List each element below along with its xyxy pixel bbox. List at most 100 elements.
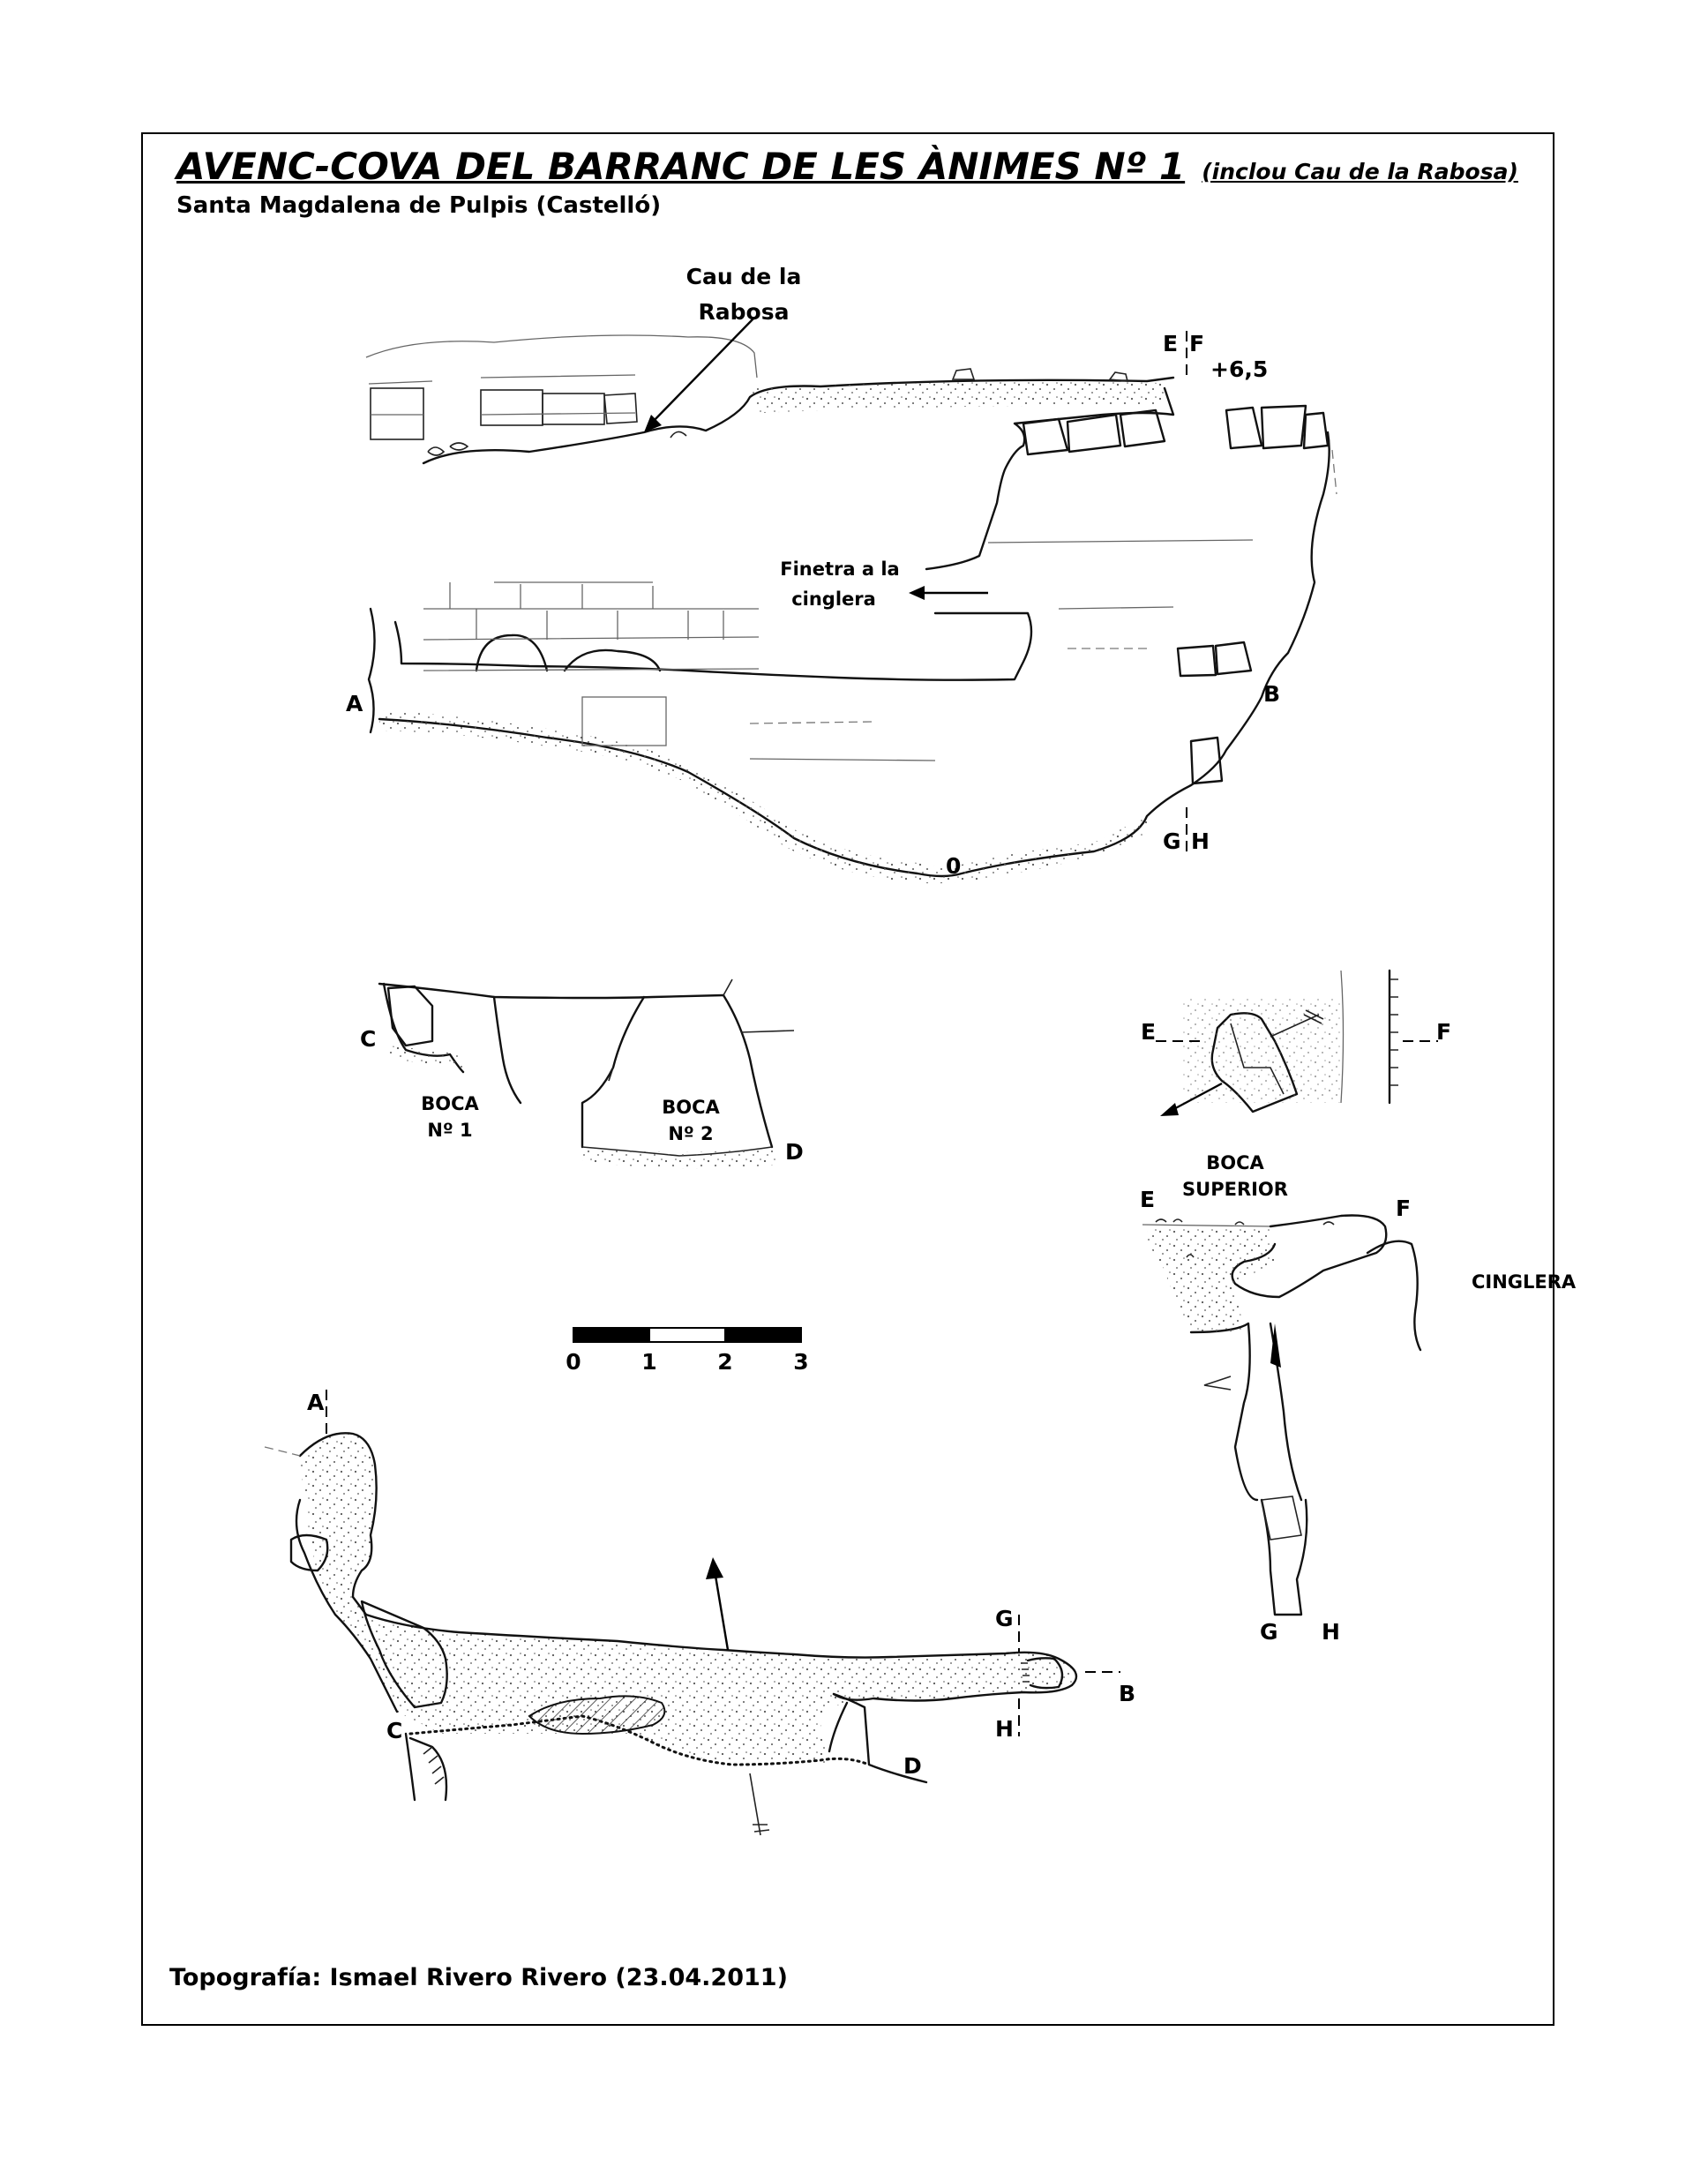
boca2-left (581, 995, 646, 1149)
rabosa-block-4 (603, 393, 638, 424)
scale-bar-segment (724, 1327, 802, 1343)
finestra-label-2: cinglera (791, 588, 876, 610)
scale-tick-label: 1 (641, 1349, 656, 1375)
scale-tick-label: 0 (566, 1349, 581, 1375)
ur-boulder-2 (1066, 413, 1122, 454)
plan-letter-a: A (307, 1390, 325, 1415)
rabosa-pebbles (427, 431, 687, 456)
plan-b-knob (1026, 1657, 1064, 1690)
plan-entry-dash (264, 1446, 301, 1457)
lr-boulder-2 (1214, 641, 1253, 676)
plan-passage-fill (300, 1433, 1076, 1765)
plan-letter-h: H (995, 1716, 1014, 1742)
boca-superior-label-2: SUPERIOR (1182, 1179, 1288, 1200)
ceiling-arch (475, 633, 662, 672)
boca2-label-1: BOCA (662, 1097, 720, 1118)
plan-view: A B C D G H (264, 1390, 1135, 1836)
boca-letter-c: C (360, 1026, 376, 1052)
profile-letter-a: A (346, 691, 363, 716)
height-label: +6,5 (1210, 356, 1268, 382)
profile-section: Cau de la Rabosa Finetra a la cinglera +… (346, 264, 1337, 884)
profile-letter-h: H (1191, 828, 1210, 854)
ef-north-mark (1270, 1009, 1324, 1038)
cau-rabosa-label-1: Cau de la (686, 264, 802, 289)
plan-letter-d: D (903, 1753, 922, 1779)
plan-letter-b: B (1119, 1681, 1135, 1706)
cau-rabosa-roof (365, 334, 758, 379)
scale-tick-label: 3 (793, 1349, 808, 1375)
right-wall-dash (1331, 449, 1337, 495)
boca2-right (722, 993, 774, 1149)
ur-boulder-3 (1119, 409, 1166, 448)
main-hall-west-wall (367, 607, 376, 734)
plan-west-bulge (360, 1600, 448, 1709)
boca-floor-stipple (388, 1046, 776, 1169)
rabosa-arrow-line (650, 317, 755, 424)
finestra-label-1: Finetra a la (780, 558, 899, 580)
boca2-crack (608, 978, 795, 1082)
ur-boulder-4 (1225, 406, 1263, 450)
plan-boca-dotted (408, 1714, 871, 1766)
boca1-label-2: Nº 1 (427, 1120, 472, 1141)
sup-pebbles (1155, 1218, 1335, 1258)
top-boulder-1 (951, 368, 976, 380)
cau-rabosa-ledge (368, 374, 636, 385)
mid-ledge-1 (749, 721, 874, 724)
map-frame (141, 132, 1554, 2026)
plan-upper-wall (298, 1432, 1078, 1702)
ur-boulder-6 (1302, 411, 1330, 450)
finestra-ledge (393, 611, 1033, 681)
scale-bar-segment (573, 1327, 650, 1343)
ef-cliff-inner (1340, 970, 1345, 1104)
plan-boca1-block (289, 1533, 329, 1572)
boca1-block (386, 985, 434, 1047)
scale-tick-label: 2 (717, 1349, 732, 1375)
boca-roof (378, 982, 725, 1000)
ef-cliff-ticks (1390, 978, 1398, 1086)
finestra-arrow-head (909, 586, 925, 600)
plan-west-lower-wall (295, 1498, 399, 1713)
right-ledge-2 (1058, 606, 1174, 610)
plan-letter-c: C (386, 1718, 402, 1743)
profile-bricks (449, 582, 724, 640)
cinglera-label: CINGLERA (1472, 1271, 1577, 1293)
plan-letter-g: G (995, 1606, 1014, 1631)
boca1-right (492, 995, 522, 1105)
sup-drip (1270, 1323, 1281, 1368)
sup-letter-f: F (1396, 1196, 1411, 1221)
ef-plan-letter-e: E (1141, 1019, 1156, 1045)
rabosa-arrow-head (644, 415, 662, 432)
rabosa-block-2 (480, 389, 543, 426)
profile-roof-stipple (750, 381, 1165, 413)
rabosa-block-1 (370, 387, 424, 440)
boca-superior-label-1: BOCA (1206, 1152, 1264, 1173)
boca2-label-2: Nº 2 (668, 1123, 713, 1144)
ef-plan-letter-f: F (1436, 1019, 1451, 1045)
scale-bar-segment (648, 1327, 726, 1343)
sup-letter-e: E (1140, 1187, 1155, 1212)
sup-shaft-left (1189, 1322, 1259, 1502)
right-ledge-1 (987, 539, 1254, 544)
plan-hatched-pit (528, 1695, 666, 1735)
ef-arrow-head (1160, 1103, 1179, 1116)
sup-shaft-stipple (1147, 1228, 1275, 1332)
sup-surface (1142, 1224, 1271, 1227)
mid-ledge-2 (749, 758, 936, 761)
top-boulder-2 (1108, 371, 1129, 382)
title-row: AVENC-COVA DEL BARRANC DE LES ÀNIMES Nº … (176, 145, 1518, 188)
map-title: AVENC-COVA DEL BARRANC DE LES ÀNIMES Nº … (176, 145, 1186, 188)
location-subtitle: Santa Magdalena de Pulpis (Castelló) (176, 192, 662, 219)
lr-boulder-3 (1189, 736, 1224, 785)
plan-direction-line (713, 1570, 730, 1651)
boca-superior-section: BOCA SUPERIOR E F CINGLERA G H (1140, 1152, 1577, 1645)
plan-north-mark (749, 1773, 770, 1836)
profile-letter-b: B (1263, 681, 1280, 707)
boca-sections: BOCA Nº 1 BOCA Nº 2 C D (360, 978, 804, 1169)
ef-plan-detail: E F (1141, 969, 1451, 1116)
rabosa-block-3 (542, 393, 605, 425)
main-hall-inner-wall (925, 386, 1175, 571)
sup-letter-h: H (1322, 1619, 1340, 1645)
plan-b-ticks (1021, 1662, 1030, 1683)
profile-letter-e: E (1163, 331, 1178, 356)
